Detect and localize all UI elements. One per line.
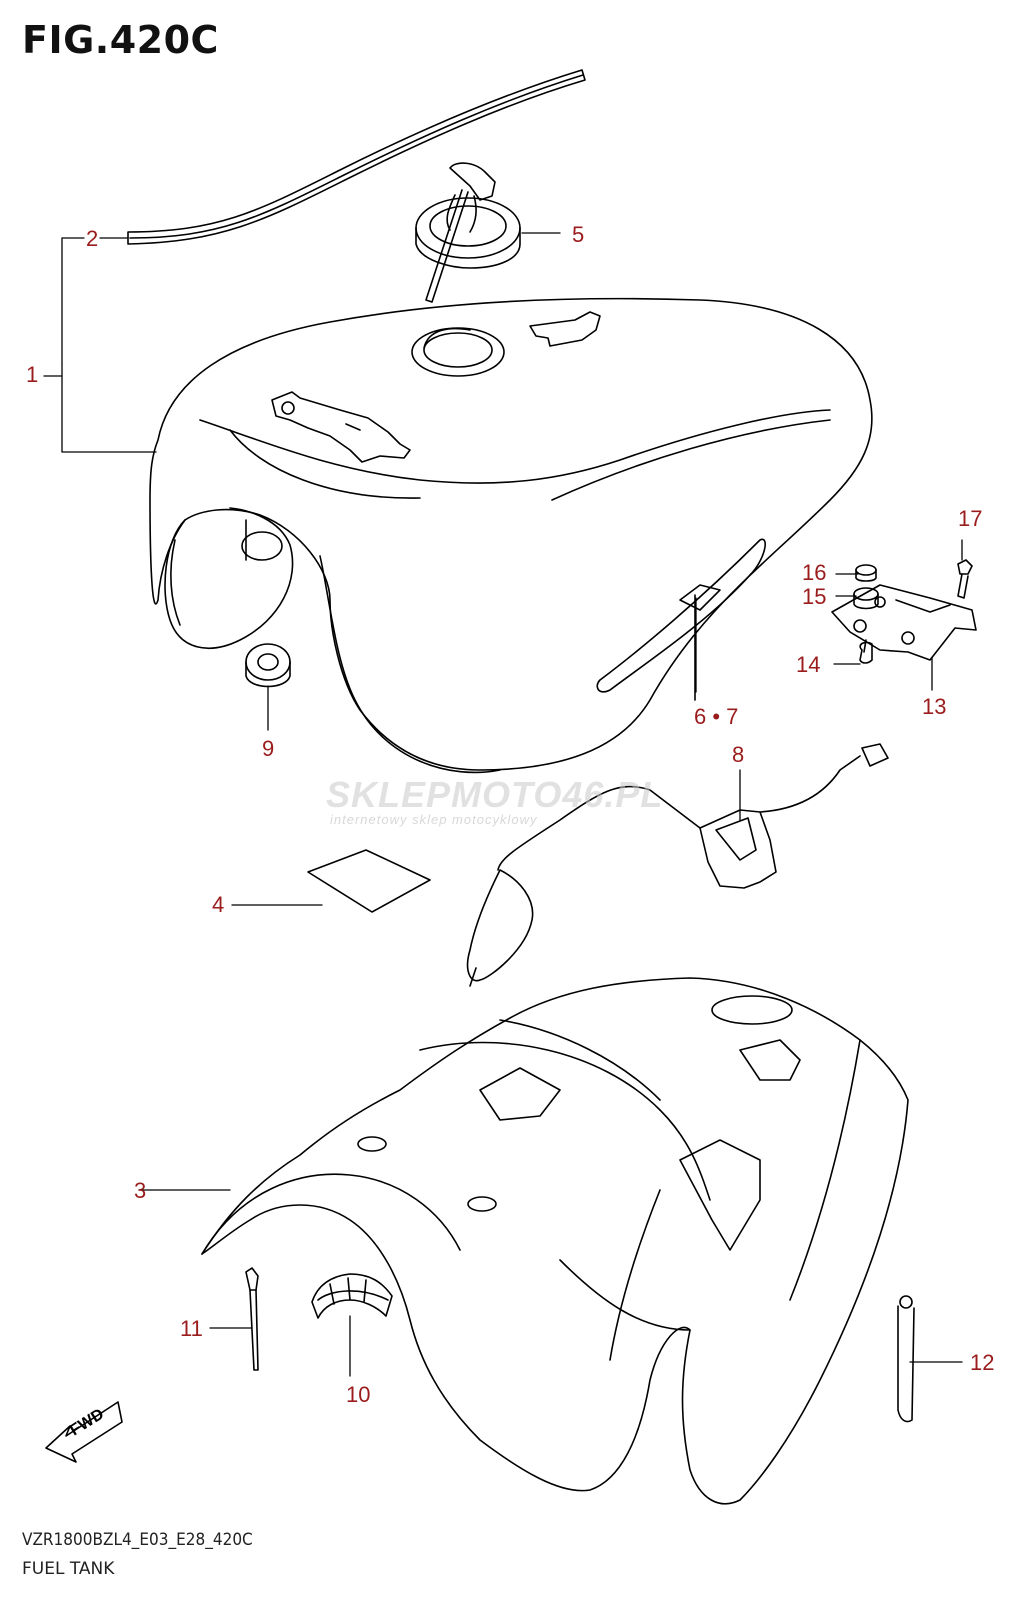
part-5-fuel-cap: [415, 162, 521, 303]
part-11-cable-tie: [245, 1267, 259, 1371]
part-15-cushion: [853, 587, 879, 610]
callout-12: 12: [970, 1350, 995, 1375]
figure-code: VZR1800BZL4_E03_E28_420C: [22, 1530, 253, 1550]
callout-6-7: 6 • 7: [694, 704, 739, 729]
part-1-fuel-tank: [149, 297, 873, 774]
callout-15: 15: [802, 584, 827, 609]
watermark-tagline: internetowy sklep motocyklowy: [330, 812, 538, 827]
callout-10: 10: [346, 1382, 371, 1407]
part-2-trim-strip: [127, 69, 586, 245]
part-9-grommet: [245, 643, 291, 688]
part-3-tank-cover: [201, 977, 909, 1505]
callout-3: 3: [134, 1178, 147, 1203]
part-13-bracket: [831, 584, 977, 661]
callout-16: 16: [802, 560, 827, 585]
callout-14: 14: [796, 652, 821, 677]
callout-1: 1: [26, 362, 39, 387]
callout-11: 11: [180, 1316, 203, 1341]
part-17-bolt: [957, 559, 973, 599]
fwd-arrow-icon: [45, 1401, 123, 1463]
figure-name: FUEL TANK: [22, 1559, 115, 1579]
callout-2: 2: [86, 226, 99, 251]
part-10-clamp: [311, 1273, 393, 1319]
leader-lines: [43, 232, 963, 1377]
callout-8: 8: [732, 742, 745, 767]
part-14-bolt: [859, 639, 873, 664]
part-12-clip: [897, 1295, 915, 1423]
watermark-logo: SKLEPMOTO46.PL: [326, 774, 664, 815]
part-8-fuel-level-gauge: [466, 743, 889, 987]
callout-5: 5: [572, 222, 585, 247]
callout-17: 17: [958, 506, 983, 531]
callout-9: 9: [262, 736, 275, 761]
callout-4: 4: [212, 892, 225, 917]
callout-13: 13: [922, 694, 947, 719]
part-16-collar: [855, 564, 877, 582]
part-4-pad: [307, 849, 431, 913]
figure-title: FIG.420C: [22, 18, 219, 62]
